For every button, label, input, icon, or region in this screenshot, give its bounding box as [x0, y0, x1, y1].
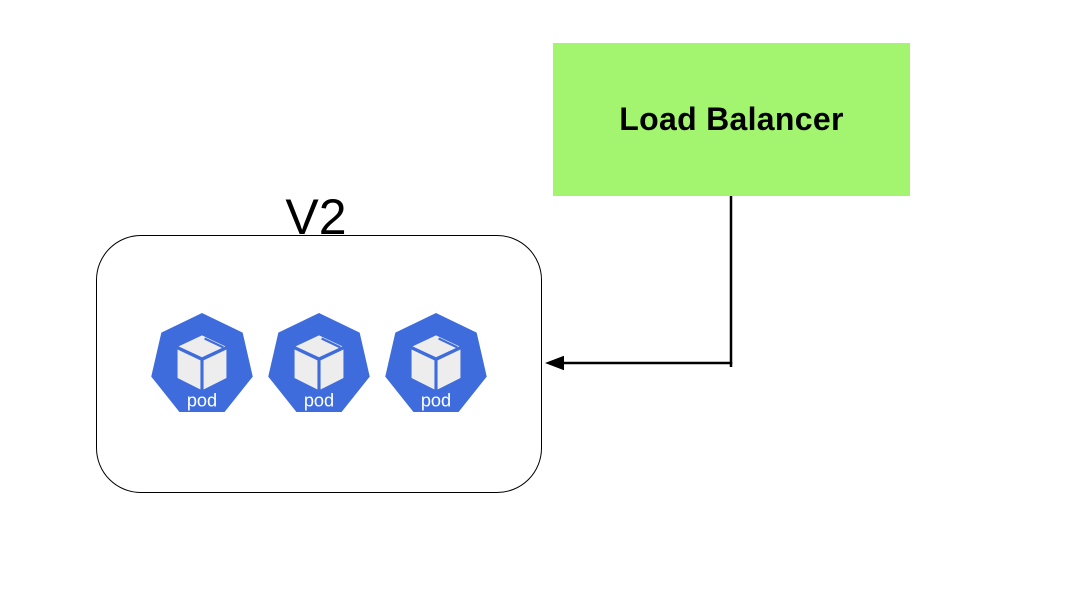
cube-top-slit — [321, 337, 341, 349]
pod-label: pod — [421, 391, 451, 411]
cube-left-face — [411, 349, 435, 390]
cube-top-slit — [204, 337, 224, 349]
pods-row: pod pod pod — [150, 312, 488, 416]
cube-right-face — [320, 349, 344, 390]
pod-icon[interactable]: pod — [384, 312, 488, 416]
pod-label: pod — [187, 391, 217, 411]
v2-group-container[interactable]: pod pod pod — [96, 235, 542, 493]
cube-top-face — [178, 335, 226, 358]
pod-heptagon-icon — [268, 313, 370, 412]
pod-icon[interactable]: pod — [150, 312, 254, 416]
pod-label: pod — [304, 391, 334, 411]
cube-left-face — [177, 349, 201, 390]
cube-right-face — [437, 349, 461, 390]
connector-arrowhead-icon — [545, 355, 564, 371]
load-balancer-label: Load Balancer — [619, 101, 844, 137]
cube-right-face — [203, 349, 227, 390]
pod-icon[interactable]: pod — [267, 312, 371, 416]
cube-left-face — [294, 349, 318, 390]
v2-group-label: V2 — [285, 189, 347, 245]
pod-heptagon-icon — [151, 313, 253, 412]
load-balancer-node[interactable]: Load Balancer — [553, 43, 910, 196]
pod-heptagon-icon — [385, 313, 487, 412]
cube-top-slit — [438, 337, 458, 349]
